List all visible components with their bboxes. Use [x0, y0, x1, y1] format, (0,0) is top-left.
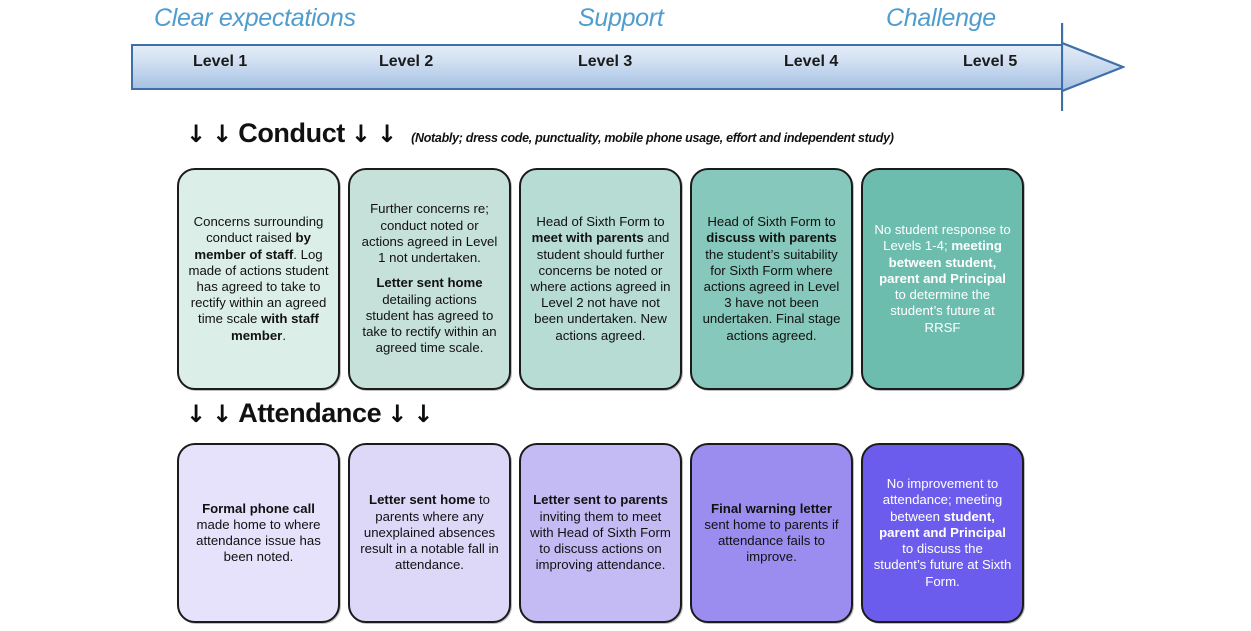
conduct-card-text: Further concerns re; conduct noted or ac… [361, 201, 498, 356]
attendance-card-text: Letter sent to parents inviting them to … [530, 492, 671, 573]
attendance-card-level-3: Letter sent to parents inviting them to … [519, 443, 682, 623]
section-note-conduct: (Notably; dress code, punctuality, mobil… [411, 131, 894, 145]
attendance-card-level-1: Formal phone call made home to where att… [177, 443, 340, 623]
attendance-card-row: Formal phone call made home to where att… [177, 443, 1024, 623]
phase-label-challenge: Challenge [886, 4, 996, 32]
level-label-1: Level 1 [193, 53, 248, 70]
level-label-3: Level 3 [578, 53, 633, 70]
level-label-5: Level 5 [963, 53, 1018, 70]
conduct-card-row: Concerns surrounding conduct raised by m… [177, 168, 1024, 390]
conduct-card-level-5: No student response to Levels 1-4; meeti… [861, 168, 1024, 390]
down-arrow-icon: ↓ [377, 120, 398, 148]
down-arrow-icon: ↓ [186, 400, 207, 428]
down-arrow-icon: ↓ [350, 120, 372, 148]
level-progression-arrow [131, 23, 1125, 111]
arrow-body [131, 44, 1068, 90]
attendance-card-text: Letter sent home to parents where any un… [360, 492, 499, 573]
down-arrow-icon: ↓ [413, 400, 434, 428]
conduct-card-text: Head of Sixth Form to discuss with paren… [702, 214, 841, 343]
attendance-card-level-2: Letter sent home to parents where any un… [348, 443, 511, 623]
phase-label-clear-expectations: Clear expectations [154, 4, 356, 32]
section-heading-attendance: ↓ ↓ Attendance ↓ ↓ [186, 398, 439, 429]
attendance-card-level-5: No improvement to attendance; meeting be… [861, 443, 1024, 623]
attendance-card-text: Formal phone call made home to where att… [196, 500, 321, 565]
down-arrow-icon: ↓ [212, 400, 233, 428]
conduct-card-level-3: Head of Sixth Form to meet with parents … [519, 168, 682, 390]
section-title-attendance: Attendance [238, 398, 382, 428]
attendance-card-text: No improvement to attendance; meeting be… [873, 476, 1012, 589]
phase-label-support: Support [578, 4, 664, 32]
conduct-card-text: Head of Sixth Form to meet with parents … [530, 214, 671, 343]
attendance-card-text: Final warning letter sent home to parent… [704, 500, 839, 565]
conduct-card-level-2: Further concerns re; conduct noted or ac… [348, 168, 511, 390]
down-arrow-icon: ↓ [186, 120, 207, 148]
section-heading-conduct: ↓ ↓ Conduct ↓ ↓ (Notably; dress code, pu… [186, 118, 894, 149]
down-arrow-icon: ↓ [212, 120, 233, 148]
conduct-card-level-1: Concerns surrounding conduct raised by m… [177, 168, 340, 390]
section-title-conduct: Conduct [238, 118, 345, 148]
conduct-card-text: Concerns surrounding conduct raised by m… [188, 214, 329, 343]
conduct-card-level-4: Head of Sixth Form to discuss with paren… [690, 168, 853, 390]
attendance-card-level-4: Final warning letter sent home to parent… [690, 443, 853, 623]
level-label-4: Level 4 [784, 53, 839, 70]
conduct-card-text: No student response to Levels 1-4; meeti… [874, 222, 1011, 335]
down-arrow-icon: ↓ [387, 400, 408, 428]
level-label-2: Level 2 [379, 53, 434, 70]
